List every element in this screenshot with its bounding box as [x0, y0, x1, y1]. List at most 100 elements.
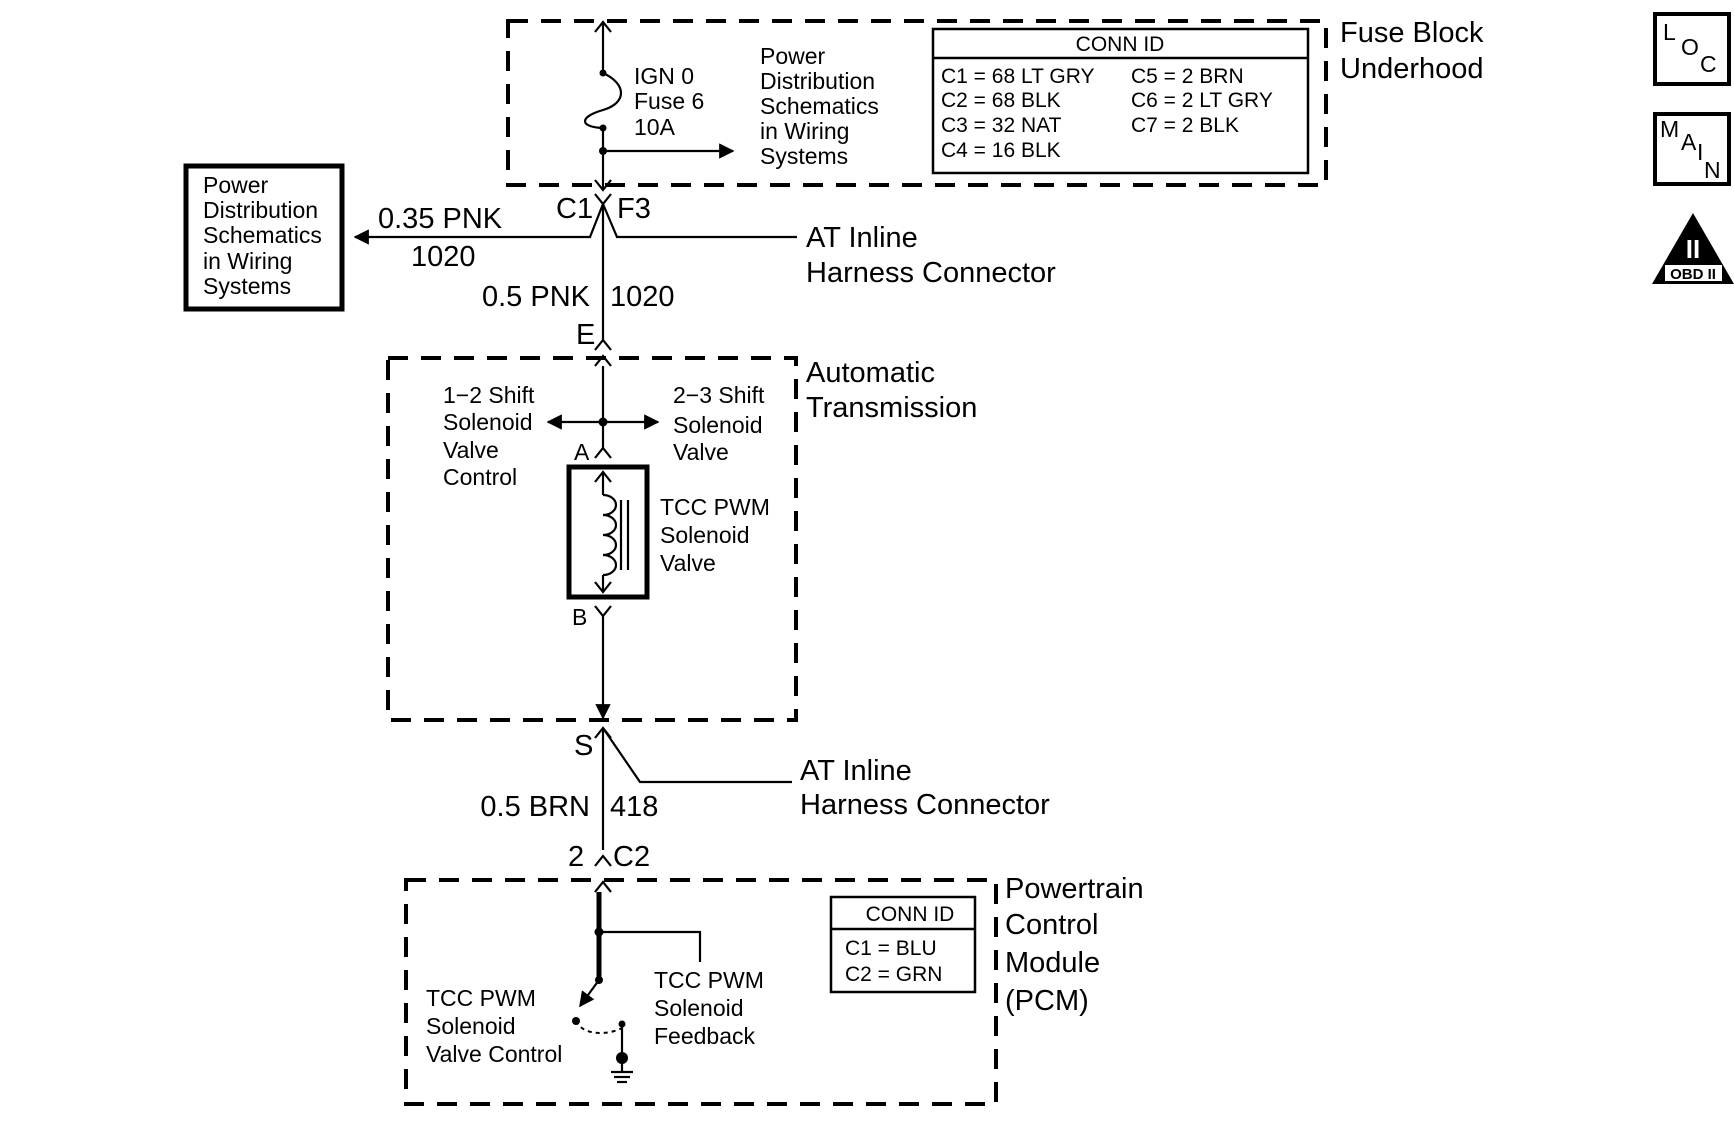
wire-05-pnk-circuit: 1020 [610, 281, 675, 313]
loc-letter-o: O [1681, 34, 1699, 60]
obd-ii-icon[interactable]: II OBD II [1652, 213, 1734, 284]
pcm-conn-id-header: CONN ID [866, 903, 955, 926]
at-inline-bottom-line2: Harness Connector [800, 789, 1050, 821]
loc-letter-l: L [1663, 19, 1676, 45]
power-ref-top-line5: Systems [760, 143, 848, 169]
loc-letter-c: C [1700, 51, 1717, 77]
shift12-line4: Control [443, 464, 517, 490]
transmission-boundary [386, 356, 798, 722]
power-ref-left-line4: in Wiring [203, 248, 292, 274]
at-inline-top-line1: AT Inline [806, 222, 918, 254]
fuse-block-boundary [506, 19, 1328, 187]
main-letter-m: M [1660, 116, 1679, 142]
tcc-line3: Valve [660, 550, 716, 576]
tcc-pwm-solenoid-icon [566, 464, 650, 600]
wire-05-pnk-label: 0.5 PNK [482, 281, 591, 313]
pcm-feedback-line3: Feedback [654, 1023, 756, 1049]
shift12-line3: Valve [443, 437, 499, 463]
power-ref-left-line5: Systems [203, 273, 291, 299]
pcm-title-line1: Powertrain [1005, 873, 1144, 905]
main-letter-n: N [1704, 157, 1721, 183]
obd-label: OBD II [1670, 266, 1716, 283]
pin-2-label: 2 [568, 841, 584, 873]
main-icon[interactable]: M A I N [1653, 112, 1731, 186]
shift23-line3: Valve [673, 439, 729, 465]
at-inline-bottom-line1: AT Inline [800, 755, 912, 787]
wire-035-pnk-circuit: 1020 [411, 241, 476, 273]
fuse-label-line2: Fuse 6 [634, 88, 704, 114]
pcm-title-line2: Control [1005, 909, 1099, 941]
conn-id-c2: C2 = 68 BLK [941, 89, 1061, 112]
fuse-block-conn-id-table: CONN ID C1 = 68 LT GRY C2 = 68 BLK C3 = … [931, 27, 1310, 175]
wire-05-brn-circuit: 418 [610, 791, 658, 823]
transmission-title-line1: Automatic [806, 357, 935, 389]
loc-icon[interactable]: L O C [1653, 12, 1731, 86]
pcm-control-line3: Valve Control [426, 1041, 562, 1067]
power-ref-top-line4: in Wiring [760, 118, 849, 144]
main-letter-a: A [1681, 129, 1697, 155]
connector-e-icon [594, 338, 612, 367]
pcm-feedback-line1: TCC PWM [654, 967, 764, 993]
wire-05-brn-label: 0.5 BRN [480, 791, 590, 823]
power-ref-left-line1: Power [203, 172, 269, 198]
connector-c1-label: C1 [556, 193, 593, 225]
pcm-switch-icon [572, 892, 702, 1072]
power-ref-left-line3: Schematics [203, 222, 322, 248]
powertrain-control-module: Powertrain Control Module (PCM) TCC PWM … [404, 873, 1144, 1106]
power-ref-top-line1: Power [760, 43, 826, 69]
pcm-title-line3: Module [1005, 947, 1100, 979]
power-distribution-ref-left[interactable]: Power Distribution Schematics in Wiring … [183, 163, 345, 312]
connector-c2-label: C2 [613, 841, 650, 873]
conn-id-c4: C4 = 16 BLK [941, 139, 1061, 162]
main-letter-i: I [1697, 139, 1703, 165]
fuse-block-title-line1: Fuse Block [1340, 17, 1484, 49]
pcm-conn-id-c2: C2 = GRN [845, 963, 942, 986]
pcm-feedback-line2: Solenoid [654, 995, 744, 1021]
connector-f3-icon [594, 193, 612, 206]
fuse-block-title-line2: Underhood [1340, 53, 1484, 85]
pcm-conn-id-c1: C1 = BLU [845, 937, 937, 960]
pin-b-label: B [572, 604, 587, 630]
pin-e-label: E [576, 319, 595, 351]
pcm-title-line4: (PCM) [1005, 985, 1089, 1017]
tcc-line2: Solenoid [660, 522, 750, 548]
automatic-transmission: Automatic Transmission 1−2 Shift Solenoi… [386, 356, 977, 722]
connector-c2-icon [594, 854, 612, 893]
connector-a-icon [594, 446, 612, 459]
power-ref-top-line3: Schematics [760, 93, 879, 119]
at-inline-top-line2: Harness Connector [806, 257, 1056, 289]
pcm-conn-id-table: CONN ID C1 = BLU C2 = GRN [829, 895, 977, 994]
fuse-label-line1: IGN 0 [634, 63, 694, 89]
power-ref-top-line2: Distribution [760, 68, 875, 94]
shift23-line2: Solenoid [673, 412, 763, 438]
fuse-6-icon [583, 20, 735, 192]
fuse-block-underhood: Fuse Block Underhood IGN 0 Fuse 6 10A Po… [506, 17, 1484, 192]
obd-numeral: II [1686, 234, 1700, 264]
shift12-line1: 1−2 Shift [443, 382, 535, 408]
pin-s-label: S [574, 730, 593, 762]
conn-id-c7: C7 = 2 BLK [1131, 114, 1239, 137]
pcm-control-line2: Solenoid [426, 1013, 516, 1039]
conn-id-c6: C6 = 2 LT GRY [1131, 89, 1273, 112]
wire-035-pnk-label: 0.35 PNK [378, 203, 503, 235]
connector-f3-label: F3 [617, 193, 651, 225]
tcc-line1: TCC PWM [660, 494, 770, 520]
power-ref-left-box [183, 163, 345, 312]
transmission-title-line2: Transmission [806, 392, 977, 424]
ground-icon [611, 1070, 633, 1084]
conn-id-c3: C3 = 32 NAT [941, 114, 1062, 137]
pcm-boundary [404, 878, 998, 1106]
power-distribution-ref-top[interactable]: Power Distribution Schematics in Wiring … [760, 43, 879, 169]
conn-id-c5: C5 = 2 BRN [1131, 65, 1244, 88]
splice-wires-top [353, 203, 797, 340]
pin-a-label: A [574, 439, 590, 465]
fuse-label-line3: 10A [634, 114, 676, 140]
power-ref-left-line2: Distribution [203, 197, 318, 223]
shift12-line2: Solenoid [443, 409, 533, 435]
pcm-control-line1: TCC PWM [426, 985, 536, 1011]
conn-id-c1: C1 = 68 LT GRY [941, 65, 1095, 88]
conn-id-header: CONN ID [1076, 33, 1165, 56]
connector-b-icon [594, 605, 612, 618]
shift23-line1: 2−3 Shift [673, 382, 765, 408]
